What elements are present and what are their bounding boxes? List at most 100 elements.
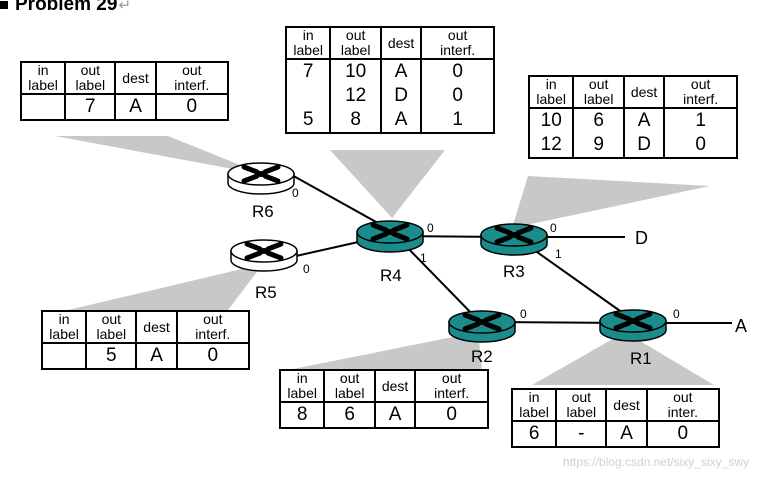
router-r5-icon bbox=[230, 239, 298, 272]
in-label-header: in label bbox=[510, 388, 558, 422]
out-label-header: out label bbox=[85, 310, 138, 344]
router-label-r5: R5 bbox=[255, 283, 277, 302]
link-r4-r2 bbox=[399, 239, 479, 321]
cell-value: A bbox=[620, 423, 633, 444]
out-interf-header: out interf. bbox=[175, 310, 251, 344]
cell-value: 0 bbox=[452, 85, 463, 106]
iface-r3-0: 0 bbox=[550, 221, 557, 235]
cell-value bbox=[287, 84, 329, 108]
dest-cell: A bbox=[135, 342, 178, 370]
out-label-header: out label bbox=[64, 61, 117, 95]
routers-layer bbox=[227, 162, 667, 343]
iface-r6-0: 0 bbox=[292, 186, 299, 200]
out-label-header: out label bbox=[329, 26, 382, 60]
cell-value: A bbox=[388, 404, 402, 425]
in-label-cell: 8 bbox=[278, 401, 326, 429]
dest-header: dest bbox=[605, 388, 648, 422]
cell-value: 9 bbox=[593, 134, 604, 155]
dest-header: dest bbox=[373, 369, 417, 403]
dest-header: dest bbox=[135, 310, 178, 344]
out-label-cell: 5 bbox=[85, 342, 138, 370]
callout-r3 bbox=[512, 176, 710, 228]
in-label-header: in label bbox=[19, 61, 67, 95]
out-interf-header: out interf. bbox=[420, 26, 495, 60]
router-label-r4: R4 bbox=[380, 266, 402, 285]
router-r3-icon bbox=[480, 223, 548, 256]
cell-value: 12 bbox=[345, 85, 367, 106]
cell-value: 8 bbox=[296, 404, 308, 425]
cell-value: 6 bbox=[528, 423, 540, 444]
in-label-header: in label bbox=[527, 75, 575, 109]
out-interf-cell: 0 bbox=[175, 342, 251, 370]
callout-r5 bbox=[68, 264, 263, 310]
out-label-cell: 6 bbox=[323, 401, 376, 429]
host-d: D bbox=[635, 228, 648, 248]
out-interf-header: out interf. bbox=[154, 61, 230, 95]
cell-value: 1 bbox=[452, 109, 463, 130]
router-r2-icon bbox=[448, 310, 516, 343]
cell-value: 6 bbox=[344, 404, 355, 425]
callout-r2 bbox=[293, 332, 482, 369]
cell-value: 0 bbox=[207, 345, 219, 366]
in-label-cell: 7 5 bbox=[284, 58, 332, 134]
problem-title: Problem 29↵ bbox=[0, 0, 131, 16]
in-label-cell bbox=[40, 342, 88, 370]
out-interf-header: out interf. bbox=[663, 75, 738, 109]
cell-value: A bbox=[394, 61, 408, 82]
dest-header: dest bbox=[114, 61, 157, 95]
in-label-header: in label bbox=[278, 369, 326, 403]
in-label-cell: 6 bbox=[510, 420, 558, 448]
in-label-header: in label bbox=[40, 310, 88, 344]
dest-cell: A bbox=[373, 401, 417, 429]
callout-r4 bbox=[330, 150, 445, 218]
cell-value: 6 bbox=[593, 110, 604, 131]
out-interf-cell: 0 bbox=[154, 93, 230, 121]
iface-r1-0: 0 bbox=[673, 307, 680, 321]
cell-value: 7 bbox=[302, 61, 314, 82]
cell-value: 7 bbox=[85, 96, 96, 117]
dest-cell: A bbox=[605, 420, 648, 448]
router-label-r1: R1 bbox=[630, 349, 652, 368]
cell-value: - bbox=[578, 423, 585, 444]
out-interf-header: out interf. bbox=[414, 369, 489, 403]
in-label-header: in label bbox=[284, 26, 332, 60]
iface-r4-1: 1 bbox=[420, 251, 427, 265]
router-label-r2: R2 bbox=[471, 347, 493, 366]
out-label-header: out label bbox=[323, 369, 376, 403]
cell-value: 12 bbox=[540, 134, 562, 155]
iface-r4-0: 0 bbox=[427, 221, 434, 235]
cell-value: 0 bbox=[695, 134, 706, 155]
router-label-r3: R3 bbox=[503, 262, 525, 281]
link-r6-r4 bbox=[289, 173, 386, 228]
router-r1-icon bbox=[599, 309, 667, 342]
out-label-header: out label bbox=[555, 388, 608, 422]
cell-value: 0 bbox=[186, 96, 198, 117]
out-label-cell: 7 bbox=[64, 93, 117, 121]
cell-value: D bbox=[394, 85, 408, 106]
router-r4-icon bbox=[356, 220, 424, 253]
cell-value: 10 bbox=[345, 61, 367, 82]
dest-header: dest bbox=[622, 75, 666, 109]
iface-r2-0: 0 bbox=[520, 307, 527, 321]
cell-value: A bbox=[637, 110, 651, 131]
cell-value: D bbox=[637, 134, 651, 155]
out-interf-cell: 0 bbox=[414, 401, 489, 429]
cell-value: 0 bbox=[452, 61, 463, 82]
